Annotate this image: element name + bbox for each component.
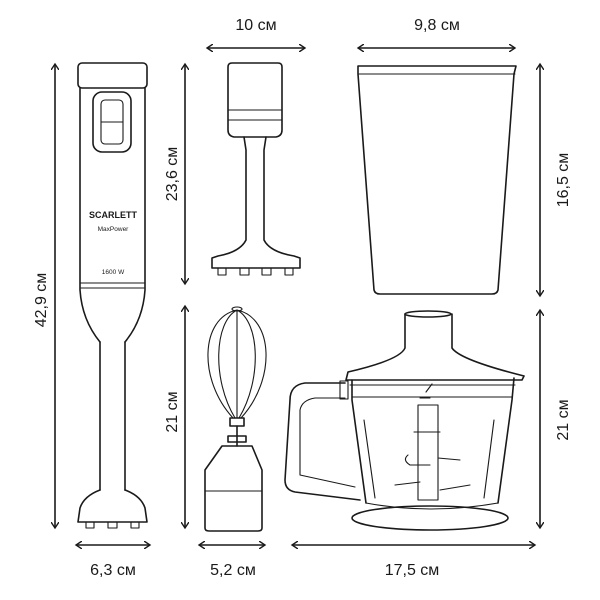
power-rating: 1600 W: [102, 269, 125, 276]
series-logo: MaxPower: [98, 226, 130, 233]
masher-height-label: 23,6 см: [164, 147, 181, 202]
masher-attachment-drawing: [211, 62, 301, 276]
hand-blender-drawing: SCARLETT MaxPower 1600 W: [77, 62, 148, 529]
chopper-width-label: 17,5 см: [385, 562, 440, 579]
jug-height-label: 16,5 см: [555, 153, 572, 208]
measuring-jug-drawing: [357, 65, 517, 295]
blender-width-label: 6,3 см: [90, 562, 136, 579]
whisk-width-label: 5,2 см: [210, 562, 256, 579]
chopper-height-label: 21 см: [555, 399, 572, 440]
whisk-attachment-drawing: [204, 306, 267, 532]
brand-logo: SCARLETT: [89, 210, 137, 220]
blender-height-label: 42,9 см: [33, 273, 50, 328]
masher-width-label: 10 см: [235, 17, 276, 34]
whisk-height-label: 21 см: [164, 391, 181, 432]
dimension-lines: [55, 48, 540, 545]
food-chopper-drawing: [284, 310, 525, 531]
power-buttons-icon: [92, 91, 132, 153]
jug-width-label: 9,8 см: [414, 17, 460, 34]
